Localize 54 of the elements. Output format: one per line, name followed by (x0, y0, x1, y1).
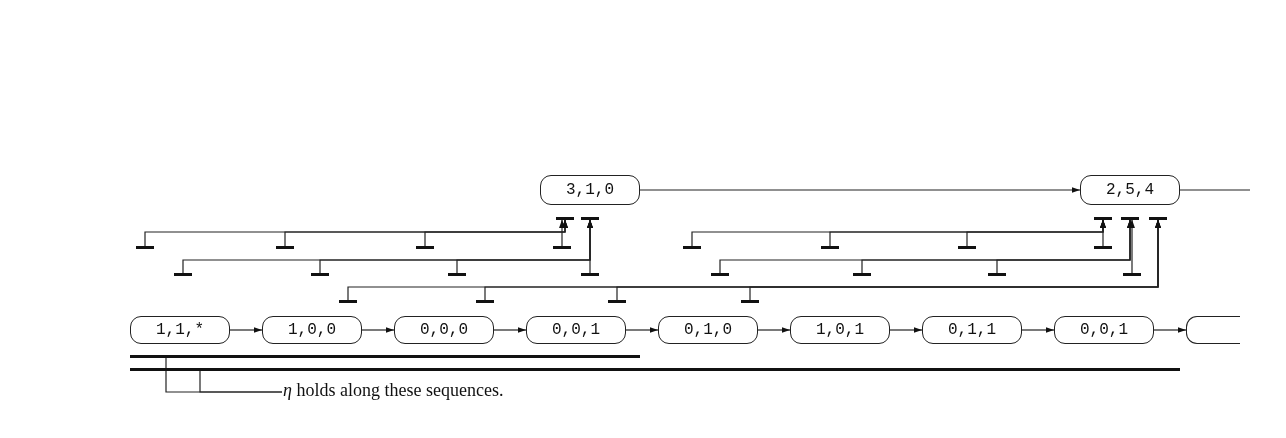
tick-mark (581, 273, 599, 276)
tick-mark (136, 246, 154, 249)
arrow (361, 327, 395, 333)
tick-mark (311, 273, 329, 276)
tick-mark (448, 273, 466, 276)
state-box: 0,0,1 (526, 316, 626, 344)
arrow (424, 218, 568, 247)
arrow (1021, 327, 1055, 333)
tick-mark (711, 273, 729, 276)
tick-mark (276, 246, 294, 249)
bar-mark (1094, 217, 1112, 220)
bar-mark (1149, 217, 1167, 220)
tick-mark (741, 300, 759, 303)
state-box: 0,1,1 (922, 316, 1022, 344)
bar-mark (581, 217, 599, 220)
state-box: 3,1,0 (540, 175, 640, 205)
arrow (889, 327, 923, 333)
state-box: 0,1,0 (658, 316, 758, 344)
state-box: 1,0,1 (790, 316, 890, 344)
connector-line (1179, 189, 1251, 191)
annotation-text: η holds along these sequences. (283, 380, 504, 400)
state-box: 2,5,4 (1080, 175, 1180, 205)
tick-mark (476, 300, 494, 303)
arrow (639, 187, 1081, 193)
bar-mark (1121, 217, 1139, 220)
tick-mark (958, 246, 976, 249)
arrow (229, 327, 263, 333)
state-box: 1,1,* (130, 316, 230, 344)
underline-bar (130, 355, 640, 358)
tick-mark (988, 273, 1006, 276)
state-box: 0,0,1 (1054, 316, 1154, 344)
tick-mark (608, 300, 626, 303)
tick-mark (1094, 246, 1112, 249)
arrow (1129, 218, 1135, 274)
state-box: 0,0,0 (394, 316, 494, 344)
tick-mark (339, 300, 357, 303)
tick-mark (683, 246, 701, 249)
state-box (1186, 316, 1240, 344)
arrow (493, 327, 527, 333)
arrow (757, 327, 791, 333)
bar-mark (556, 217, 574, 220)
tick-mark (821, 246, 839, 249)
arrow (559, 218, 565, 247)
tick-mark (853, 273, 871, 276)
arrow (1153, 327, 1187, 333)
tick-mark (1123, 273, 1141, 276)
arrow (996, 218, 1133, 274)
leader-line (199, 369, 283, 393)
tick-mark (174, 273, 192, 276)
underline-bar (130, 368, 1180, 371)
tick-mark (553, 246, 571, 249)
arrow (625, 327, 659, 333)
state-box: 1,0,0 (262, 316, 362, 344)
tick-mark (416, 246, 434, 249)
